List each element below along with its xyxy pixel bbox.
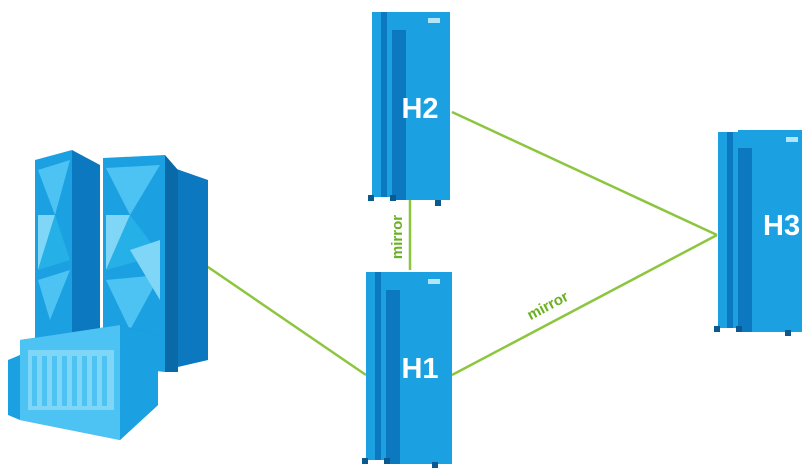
node-h2: H2	[368, 12, 450, 206]
link-mainframe-h1	[204, 263, 367, 377]
server-rack-icon	[714, 130, 802, 336]
mainframe-server-icon	[8, 150, 208, 440]
links	[204, 110, 718, 377]
node-label-h2: H2	[401, 93, 438, 125]
node-label-h3: H3	[763, 210, 800, 242]
node-h1: H1	[362, 272, 452, 468]
link-h1-h3	[451, 233, 718, 377]
node-h3: H3	[714, 130, 802, 336]
server-rack-icon	[368, 12, 450, 206]
link-label-h1-h2: mirror	[389, 215, 406, 259]
server-rack-icon	[362, 272, 452, 468]
link-h2-h3	[451, 110, 718, 237]
node-label-h1: H1	[401, 353, 438, 385]
link-label-h1-h3: mirror	[524, 288, 571, 324]
